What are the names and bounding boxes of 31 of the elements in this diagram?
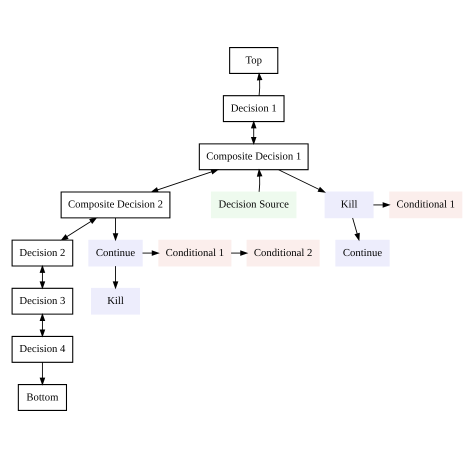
arrow <box>250 120 257 144</box>
node-box: Top <box>229 46 278 74</box>
arrow <box>142 250 160 256</box>
node-box: Decision 3 <box>12 287 74 314</box>
arrow <box>150 168 220 192</box>
node-box: Kill <box>324 191 374 218</box>
node-box: Composite Decision 2 <box>60 190 170 218</box>
arrow <box>256 168 262 192</box>
node-box: Composite Decision 1 <box>198 142 309 170</box>
node-box: Conditional 2 <box>246 239 320 266</box>
arrow <box>256 72 262 96</box>
node-box: Decision 2 <box>12 239 74 266</box>
arrow <box>40 264 46 289</box>
node-box: Continue <box>88 239 143 266</box>
node-box: Continue <box>335 239 390 266</box>
node-box: Decision Source <box>210 191 296 218</box>
node-box: Bottom <box>18 384 68 410</box>
node-box: Conditional 1 <box>389 191 462 218</box>
arrow <box>278 168 326 192</box>
arrow <box>230 250 248 256</box>
node-box: Kill <box>91 287 140 314</box>
arrow <box>112 265 118 289</box>
arrow <box>60 216 98 240</box>
node-box: Decision 4 <box>12 335 74 362</box>
node-box: Conditional 1 <box>158 239 232 266</box>
arrow <box>40 361 46 386</box>
node-box: Decision 1 <box>222 94 285 122</box>
arrow <box>112 217 118 241</box>
arrow <box>352 217 360 241</box>
arrow <box>40 312 46 338</box>
arrow <box>372 202 391 208</box>
